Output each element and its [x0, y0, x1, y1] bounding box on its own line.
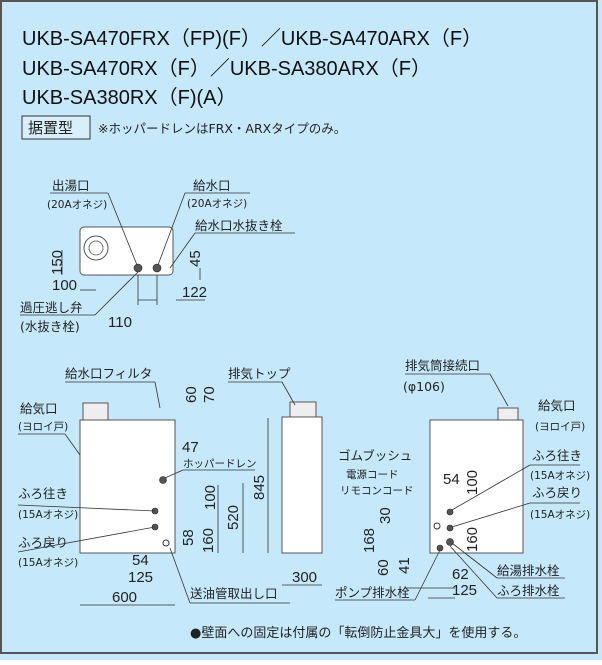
rear-air-inlet-sub: (ヨロイ戸) — [535, 421, 585, 433]
relief-valve-sub: (水抜き栓) — [20, 319, 80, 334]
air-inlet-sub: (ヨロイ戸) — [18, 421, 68, 433]
dim-70: 70 — [201, 386, 218, 403]
dim-100: 100 — [52, 277, 77, 294]
bath-drain-label: ふろ排水栓 — [497, 583, 560, 598]
relief-valve-label: 過圧逃し弁 — [20, 300, 83, 315]
exhaust-top-label: 排気トップ — [228, 366, 291, 381]
footer-note: ●壁面への固定は付属の「転倒防止金具大」を使用する。 — [190, 625, 526, 641]
dim-110: 110 — [108, 314, 132, 331]
bath-out-spec: (15Aオネジ) — [18, 509, 78, 521]
dim-125-rear: 125 — [452, 582, 477, 599]
pump-drain-label: ポンプ排水栓 — [335, 585, 410, 600]
filter-label: 給水口フィルタ — [65, 366, 152, 381]
flue-spec: (φ106) — [403, 379, 445, 394]
hot-outlet-label: 出湯口 — [52, 178, 90, 193]
top-view: 出湯口 (20Aオネジ) 給水口 (20Aオネジ) 給水口水抜き栓 150 10… — [20, 178, 295, 334]
dim-600: 600 — [112, 589, 137, 606]
outer-border — [0, 0, 598, 654]
model-title-line-1: UKB-SA470FRX（FP)(F）／UKB-SA470ARX（F） — [22, 27, 482, 50]
dim-62: 62 — [452, 566, 469, 583]
dim-41: 41 — [396, 557, 413, 574]
bath-return-spec: (15Aオネジ) — [18, 557, 78, 569]
install-type-label: 据置型 — [28, 119, 73, 137]
bath-return-label: ふろ戻り — [18, 535, 68, 550]
hot-drain-label: 給湯排水栓 — [497, 563, 560, 578]
dim-45: 45 — [187, 250, 204, 267]
rear-bath-return-label: ふろ戻り — [532, 485, 582, 500]
dim-60-rear: 60 — [375, 559, 392, 576]
dim-54-front: 54 — [132, 552, 149, 569]
grommet-remote-cord: リモコンコード — [340, 485, 414, 497]
grommet-label: ゴムブッシュ — [338, 448, 412, 463]
flue-connection-label: 排気筒接続口 — [405, 358, 480, 373]
dim-122: 122 — [182, 284, 207, 301]
dim-47: 47 — [182, 439, 199, 456]
dim-520: 520 — [225, 505, 242, 530]
rear-bath-return-spec: (15Aオネジ) — [530, 509, 590, 521]
dim-845: 845 — [251, 475, 268, 500]
rear-bath-out-label: ふろ往き — [532, 448, 582, 463]
dim-100-front: 100 — [202, 485, 219, 510]
dim-125-front: 125 — [128, 569, 153, 586]
dim-300: 300 — [292, 569, 317, 586]
hopper-drain-note: ※ホッパードレンはFRX・ARXタイプのみ。 — [98, 121, 346, 136]
water-inlet-spec: (20Aオネジ) — [187, 198, 247, 210]
front-view: 給水口フィルタ 給気口 (ヨロイ戸) 60 70 47 ホッパードレン ふろ往き… — [17, 366, 290, 606]
grommet-power-cord: 電源コード — [346, 468, 399, 481]
bath-out-label: ふろ往き — [18, 486, 68, 501]
dim-100-rear: 100 — [464, 470, 481, 495]
rear-bath-out-spec: (15Aオネジ) — [530, 470, 590, 482]
air-inlet-label: 給気口 — [20, 401, 58, 416]
side-view: 排気トップ 300 — [228, 366, 323, 586]
hot-outlet-spec: (20Aオネジ) — [47, 199, 107, 211]
install-type-badge — [21, 115, 91, 140]
dim-160-rear: 160 — [464, 527, 481, 552]
water-inlet-label: 給水口 — [193, 178, 231, 193]
oil-pipe-label: 送油管取出し口 — [190, 586, 278, 601]
dim-30: 30 — [377, 507, 394, 524]
dim-58: 58 — [180, 529, 197, 546]
rear-view: 排気筒接続口 (φ106) 給気口 (ヨロイ戸) ゴムブッシュ 電源コード リモ… — [335, 358, 590, 601]
dim-60: 60 — [183, 386, 200, 403]
dim-54-rear: 54 — [443, 471, 460, 488]
dim-160-front: 160 — [200, 528, 217, 553]
dim-168: 168 — [361, 528, 378, 553]
inlet-drain-label: 給水口水抜き栓 — [195, 218, 283, 233]
model-title-line-3: UKB-SA380RX（F)(A） — [22, 86, 237, 109]
hopper-drain-label: ホッパードレン — [183, 458, 257, 470]
dim-150: 150 — [49, 250, 66, 275]
model-title-line-2: UKB-SA470RX（F）／UKB-SA380ARX（F） — [22, 57, 431, 80]
rear-air-inlet-label: 給気口 — [538, 398, 576, 413]
